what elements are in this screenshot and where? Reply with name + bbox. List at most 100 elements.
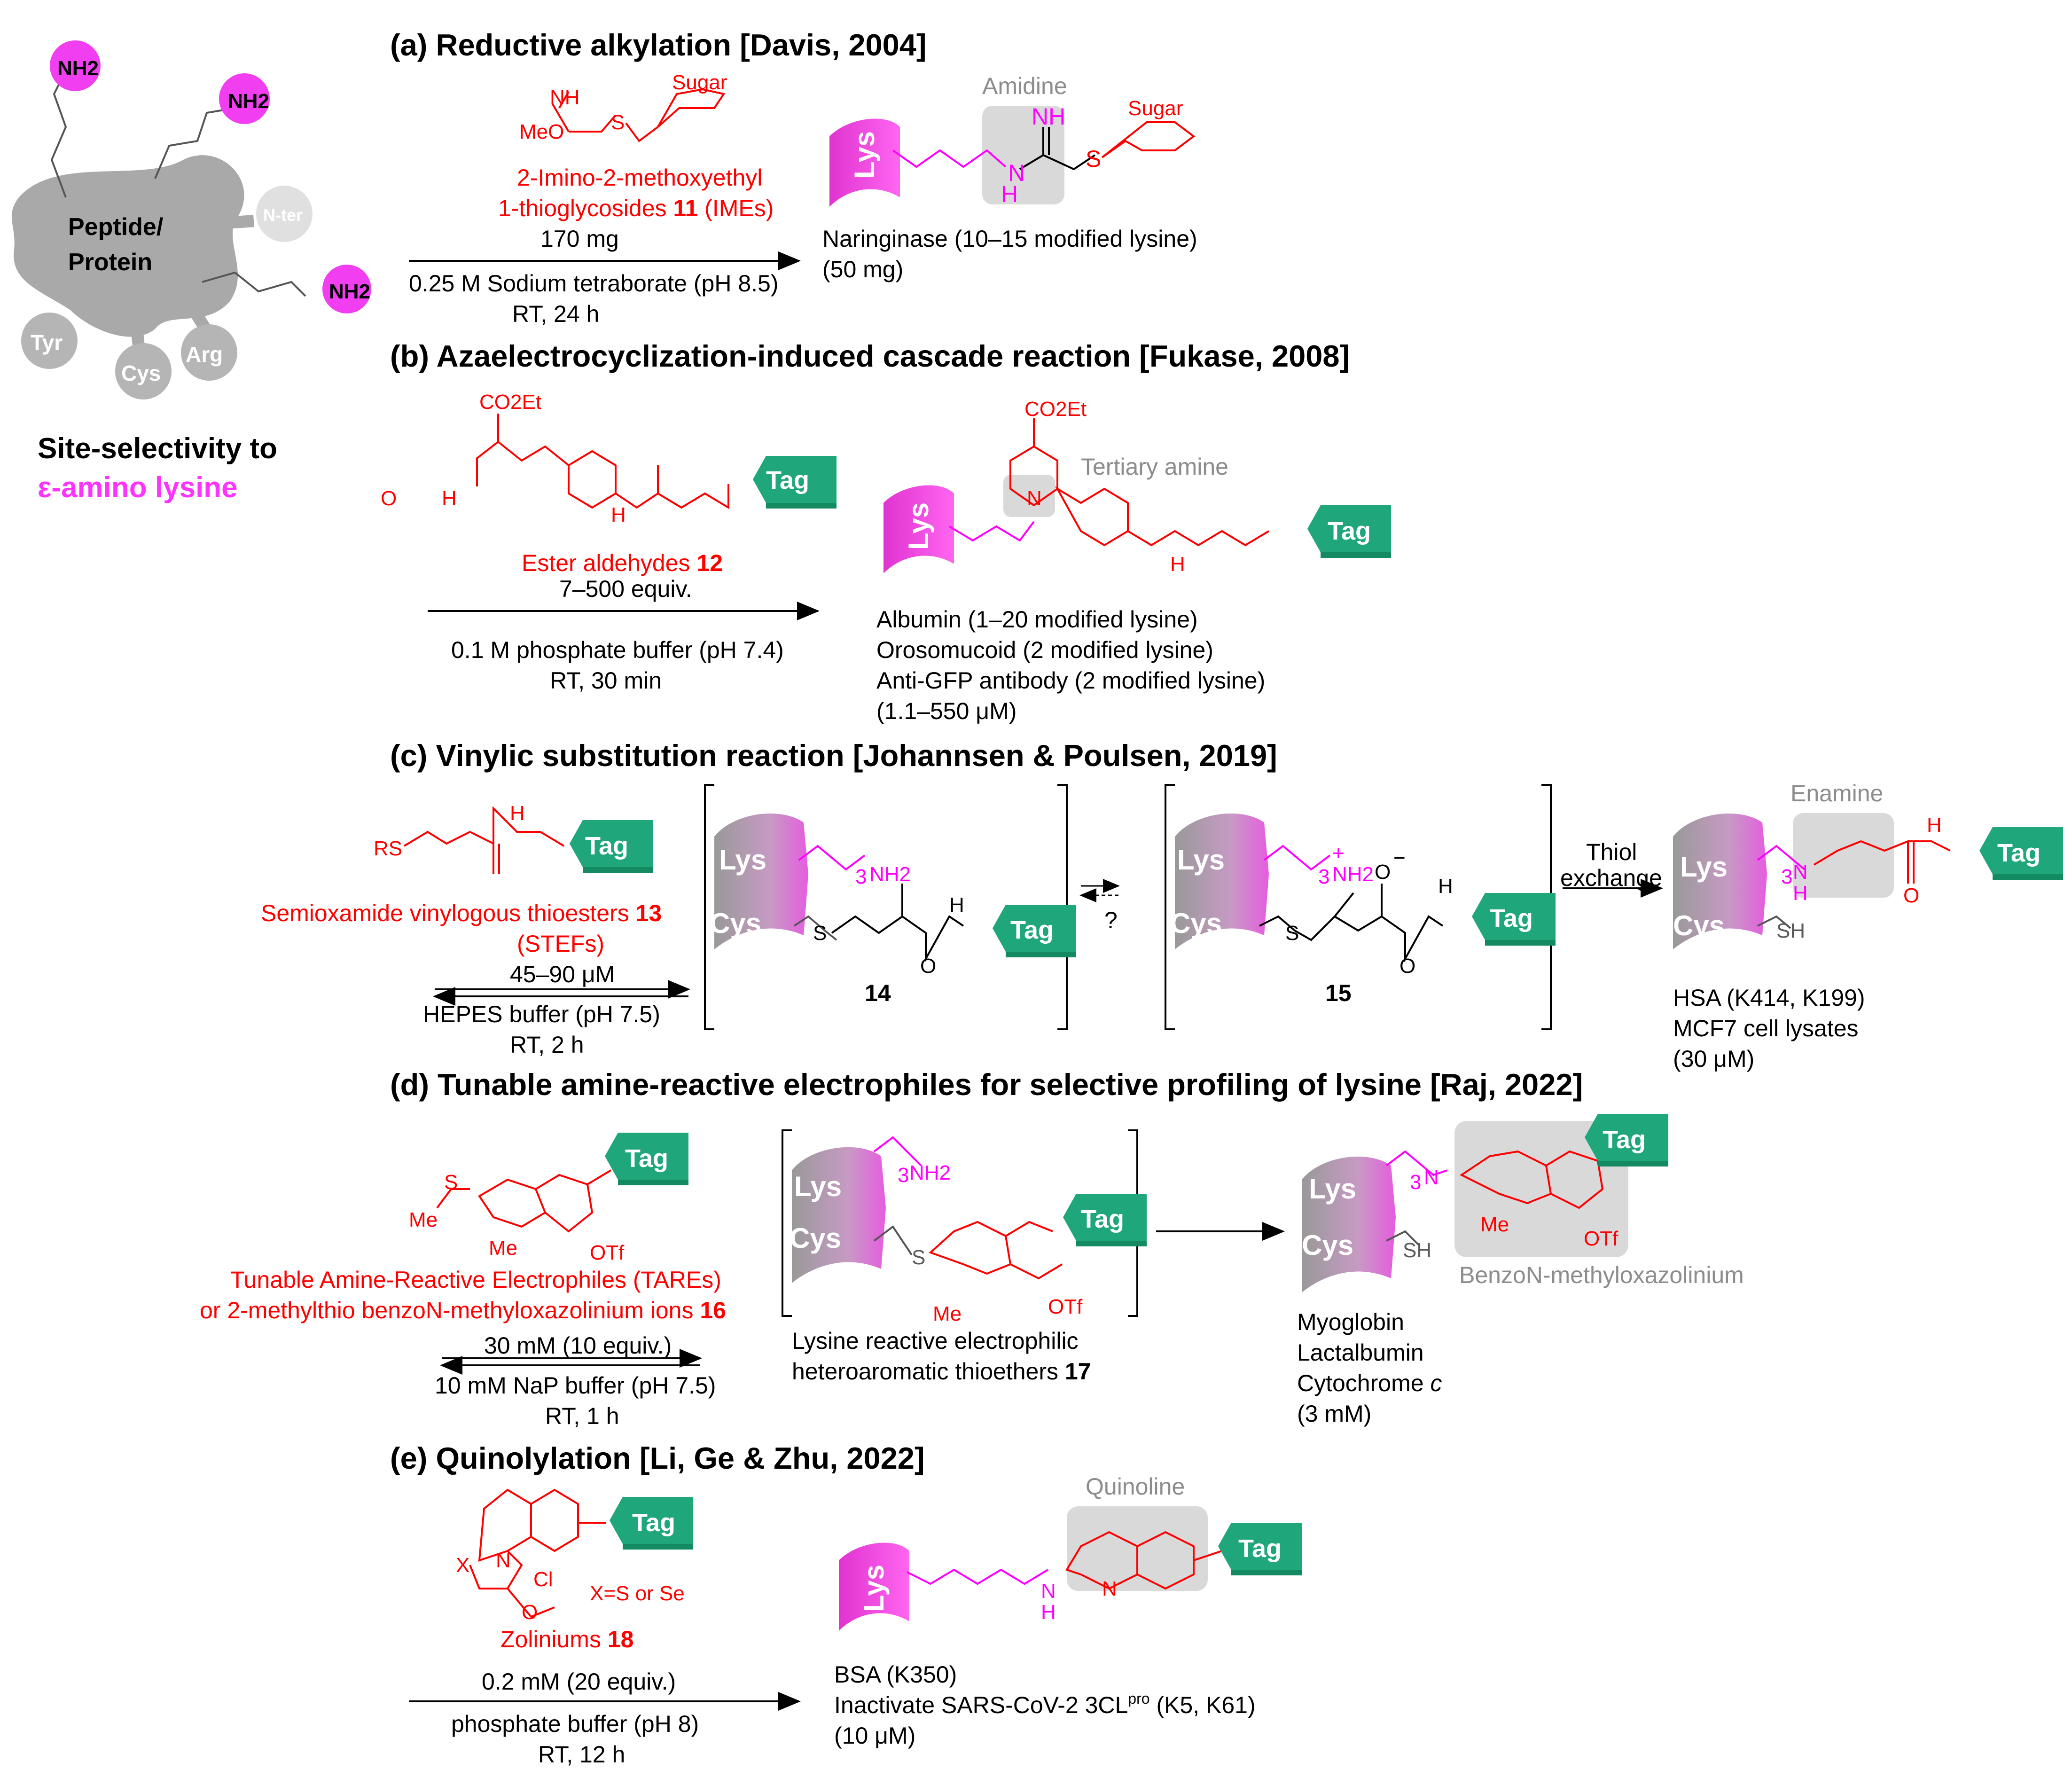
d-product-three: 3 (1410, 1171, 1421, 1194)
c-product-sh: SH (1776, 919, 1805, 942)
d-condition-2: RT, 1 h (545, 1403, 619, 1429)
d17-me: Me (933, 1302, 962, 1325)
d-s-label: S (444, 1171, 458, 1194)
c15-cys: Cys (1170, 908, 1222, 939)
d17-cys: Cys (790, 1222, 841, 1254)
d-product-tag: Tag (1603, 1126, 1646, 1154)
b-amount: 7–500 equiv. (559, 576, 692, 602)
d-product-line-3: Cytochrome c (1297, 1370, 1442, 1396)
a-meo-label: MeO (519, 120, 564, 143)
e-product-ring-n: N (1102, 1577, 1117, 1600)
d17-lys: Lys (794, 1171, 842, 1202)
a-condition-2: RT, 24 h (512, 301, 599, 327)
b-product-line-2: Orosomucoid (2 modified lysine) (876, 637, 1213, 663)
section-b: (b) Azaelectrocyclization-induced cascad… (381, 339, 1391, 724)
c-product-three: 3 (1781, 865, 1792, 888)
c14-lys: Lys (719, 844, 766, 876)
c-intermediate-14: 14 (865, 980, 891, 1006)
d-product-line-4: (3 mM) (1297, 1401, 1371, 1427)
e-xs: X=S or Se (590, 1582, 685, 1605)
e-condition-2: RT, 12 h (538, 1741, 625, 1768)
e-reagent: Zoliniums 18 (500, 1626, 633, 1652)
c-intermediate-15: 15 (1325, 980, 1352, 1006)
caption-line-2: ε-amino lysine (38, 471, 238, 504)
c-product-h: H (1793, 882, 1808, 905)
d17-tag: Tag (1081, 1205, 1124, 1233)
b-nh-label: H (611, 503, 626, 526)
d17-otf: OTf (1048, 1295, 1083, 1318)
nh2-circle-3 (322, 265, 371, 313)
d17-s: S (912, 1246, 925, 1269)
e-product-tag: Tag (1238, 1534, 1282, 1563)
d-int-label-2: heteroaromatic thioethers 17 (792, 1358, 1091, 1385)
d-amount: 30 mM (10 equiv.) (484, 1332, 672, 1359)
c-amount: 45–90 μM (510, 961, 615, 987)
section-e: (e) Quinolylation [Li, Ge & Zhu, 2022] X… (390, 1441, 1302, 1768)
c15-tag: Tag (1490, 904, 1533, 932)
b-product-tag: Tag (1328, 517, 1371, 545)
b-condition-2: RT, 30 min (550, 667, 662, 694)
c14-tag: Tag (1010, 916, 1054, 944)
b-lys-label: Lys (903, 502, 934, 550)
c-product-line-1: HSA (K414, K199) (1673, 985, 1865, 1011)
section-a: (a) Reductive alkylation [Davis, 2004] N… (390, 28, 1197, 327)
a-product-n: N (1008, 160, 1025, 186)
c14-o: O (920, 955, 936, 978)
c-box-label: Enamine (1791, 780, 1883, 806)
c15-o: O (1375, 861, 1391, 884)
b-product-line-1: Albumin (1–20 modified lysine) (876, 606, 1198, 633)
e-product-line-1: BSA (K350) (834, 1661, 957, 1688)
nh2-label-3: NH2 (329, 280, 370, 303)
b-h-label: H (442, 487, 457, 510)
d-me1: Me (409, 1208, 438, 1231)
d-condition-1: 10 mM NaP buffer (pH 7.5) (435, 1372, 716, 1399)
residue-arg: Arg (186, 342, 223, 367)
a-product-sugar: Sugar (1128, 97, 1183, 120)
e-n-label: N (496, 1549, 511, 1572)
e-product-n: N (1041, 1580, 1056, 1603)
c15-minus: − (1393, 846, 1406, 869)
d-product-lys: Lys (1309, 1173, 1356, 1205)
nh2-circle-1 (50, 40, 101, 91)
d-int-label-1: Lysine reactive electrophilic (792, 1328, 1079, 1354)
section-c-title: (c) Vinylic substitution reaction [Johan… (390, 738, 1277, 773)
c-rs: RS (374, 837, 402, 860)
d-product-line-2: Lactalbumin (1297, 1339, 1424, 1366)
a-nh-label: NH (550, 86, 580, 109)
c-condition-2: RT, 2 h (510, 1032, 584, 1058)
a-product-nh: NH (1032, 103, 1065, 130)
nh2-circle-2 (219, 73, 270, 124)
c14-h: H (949, 893, 964, 916)
e-product-line-3: (10 μM) (834, 1722, 915, 1749)
e-x-label: X (456, 1554, 469, 1577)
nh2-label-2: NH2 (228, 90, 269, 113)
b-product-line-3: Anti-GFP antibody (2 modified lysine) (876, 667, 1265, 694)
c-h-label: H (510, 802, 525, 825)
d-reagent-line-2: or 2-methylthio benzoN-methyloxazolinium… (200, 1297, 726, 1323)
c15-h: H (1438, 875, 1453, 898)
a-amount: 170 mg (540, 226, 619, 252)
section-d: (d) Tunable amine-reactive electrophiles… (200, 1067, 1744, 1429)
section-b-title: (b) Azaelectrocyclization-induced cascad… (390, 339, 1350, 373)
nter-label: N-ter (263, 205, 303, 225)
c14-three: 3 (855, 865, 867, 888)
e-cl-label: Cl (533, 1568, 553, 1591)
a-reagent-line-1: 2-Imino-2-methoxyethyl (517, 164, 762, 191)
d-otf: OTf (590, 1241, 625, 1264)
e-box-label: Quinoline (1086, 1473, 1185, 1500)
b-tag-label: Tag (766, 466, 809, 494)
a-lys-label: Lys (849, 131, 880, 179)
protein-panel: NH2 NH2 NH2 N-ter Peptide/ Protein Tyr C… (11, 40, 371, 504)
caption-line-1: Site-selectivity to (38, 432, 277, 465)
protein-body-line-2: Protein (68, 249, 152, 276)
a-condition-1: 0.25 M Sodium tetraborate (pH 8.5) (409, 270, 779, 297)
c-tag-label: Tag (585, 832, 628, 860)
e-o-label: O (522, 1601, 538, 1624)
b-reagent: Ester aldehydes 12 (522, 550, 723, 576)
section-c: (c) Vinylic substitution reaction [Johan… (261, 738, 2063, 1072)
lysine-chain-3 (202, 271, 306, 297)
section-a-title: (a) Reductive alkylation [Davis, 2004] (390, 28, 927, 62)
b-product-h: H (1170, 553, 1185, 576)
d-reagent-line-1: Tunable Amine-Reactive Electrophiles (TA… (230, 1267, 721, 1293)
